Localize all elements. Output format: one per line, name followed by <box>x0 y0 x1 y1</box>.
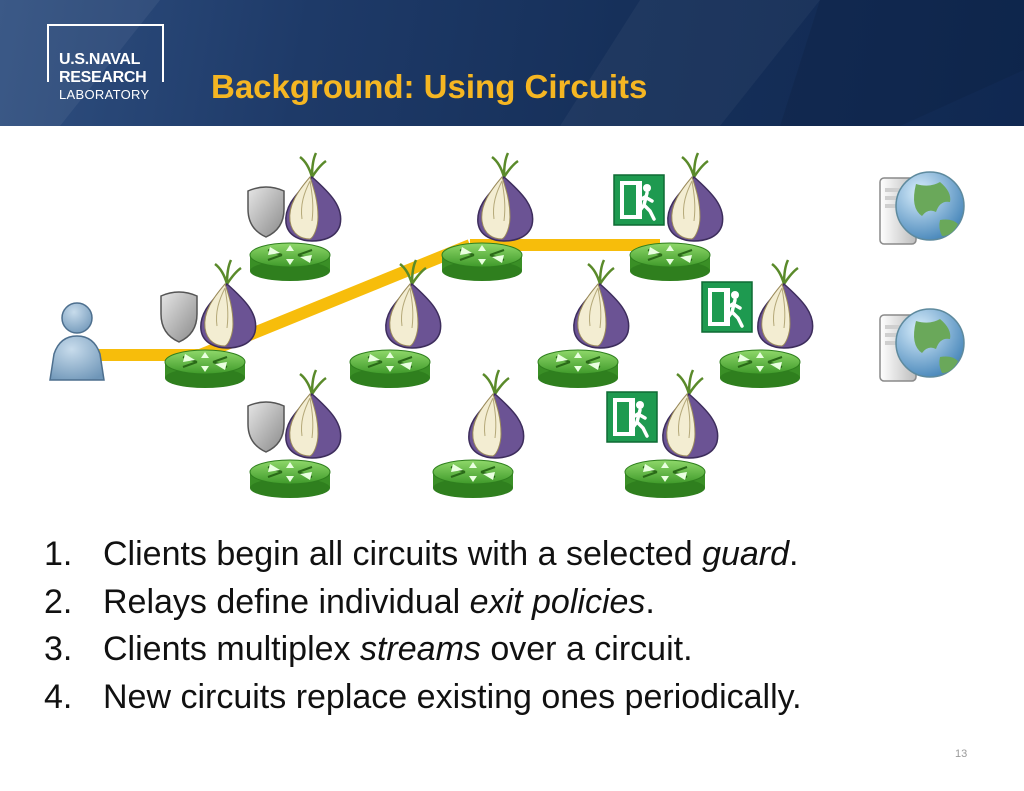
exit-relay-3 <box>605 368 719 499</box>
point-4: 4.New circuits replace existing ones per… <box>44 677 802 716</box>
guard-relay-2 <box>160 258 257 389</box>
exit-relay-2 <box>700 258 814 389</box>
client-user-icon <box>49 302 105 381</box>
header-texture <box>0 0 1024 126</box>
logo-line-1: U.S.NAVAL <box>59 51 141 68</box>
middle-relay-3 <box>537 258 630 389</box>
exit-relay-1 <box>612 151 724 282</box>
guard-relay-1 <box>247 151 342 282</box>
slide-header: U.S.NAVAL RESEARCH LABORATORY Background… <box>0 0 1024 126</box>
middle-relay-4 <box>432 368 525 499</box>
slide-title: Background: Using Circuits <box>211 68 648 105</box>
page-number: 13 <box>955 748 968 760</box>
logo-line-3: LABORATORY <box>59 87 150 102</box>
logo-line-2: RESEARCH <box>59 69 147 86</box>
guard-relay-3 <box>247 368 342 499</box>
circuit-diagram <box>49 151 965 499</box>
destination-server-1 <box>879 171 965 245</box>
point-2: 2.Relays define individual exit policies… <box>44 582 655 621</box>
point-3: 3.Clients multiplex streams over a circu… <box>44 630 693 668</box>
nrl-logo: U.S.NAVAL RESEARCH LABORATORY <box>47 24 164 104</box>
key-points-list: 1.Clients begin all circuits with a sele… <box>44 531 984 721</box>
point-1: 1.Clients begin all circuits with a sele… <box>44 535 799 573</box>
destination-server-2 <box>879 308 965 382</box>
middle-relay-1 <box>441 151 534 282</box>
